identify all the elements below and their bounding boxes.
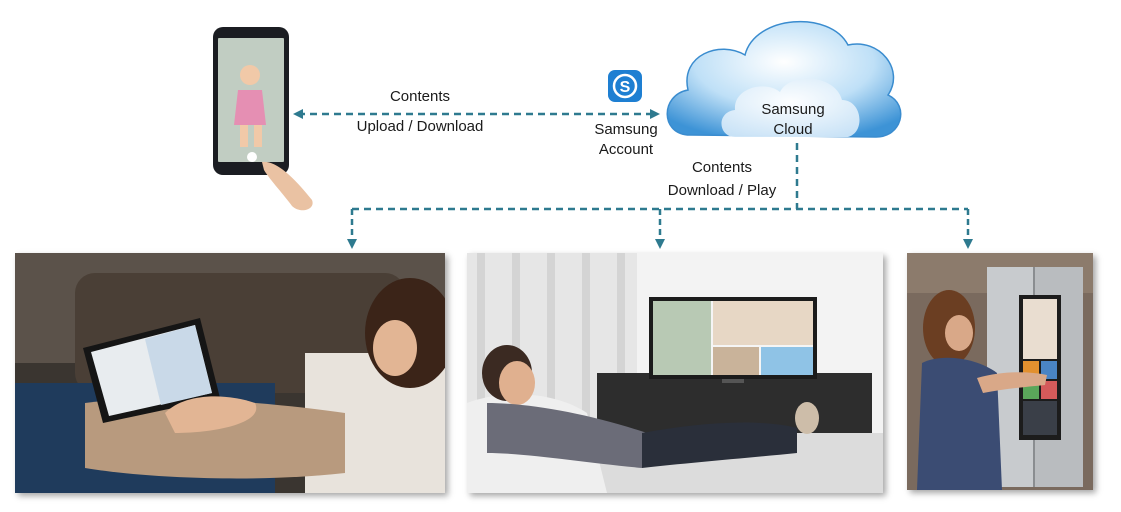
cloud-label-line2: Cloud	[773, 121, 813, 138]
refrigerator-photo	[907, 253, 1093, 490]
tablet-photo	[15, 253, 445, 493]
samsung-account-s-icon: S	[608, 70, 642, 102]
upload-download-label: Upload / Download	[356, 118, 484, 135]
svg-text:S: S	[620, 79, 631, 96]
download-contents-label: Contents	[691, 159, 753, 176]
download-play-label: Download / Play	[667, 182, 777, 199]
tv-photo	[467, 253, 883, 493]
smartphone-device-icon	[213, 27, 313, 211]
upload-contents-label: Contents	[389, 88, 451, 105]
tablet-device-icon	[83, 318, 220, 423]
samsung-cloud-icon	[666, 20, 902, 138]
account-label-line2: Account	[598, 141, 654, 158]
tv-device-icon	[649, 297, 817, 383]
account-label-line1: Samsung	[594, 121, 658, 138]
cloud-label-line1: Samsung	[761, 101, 825, 118]
